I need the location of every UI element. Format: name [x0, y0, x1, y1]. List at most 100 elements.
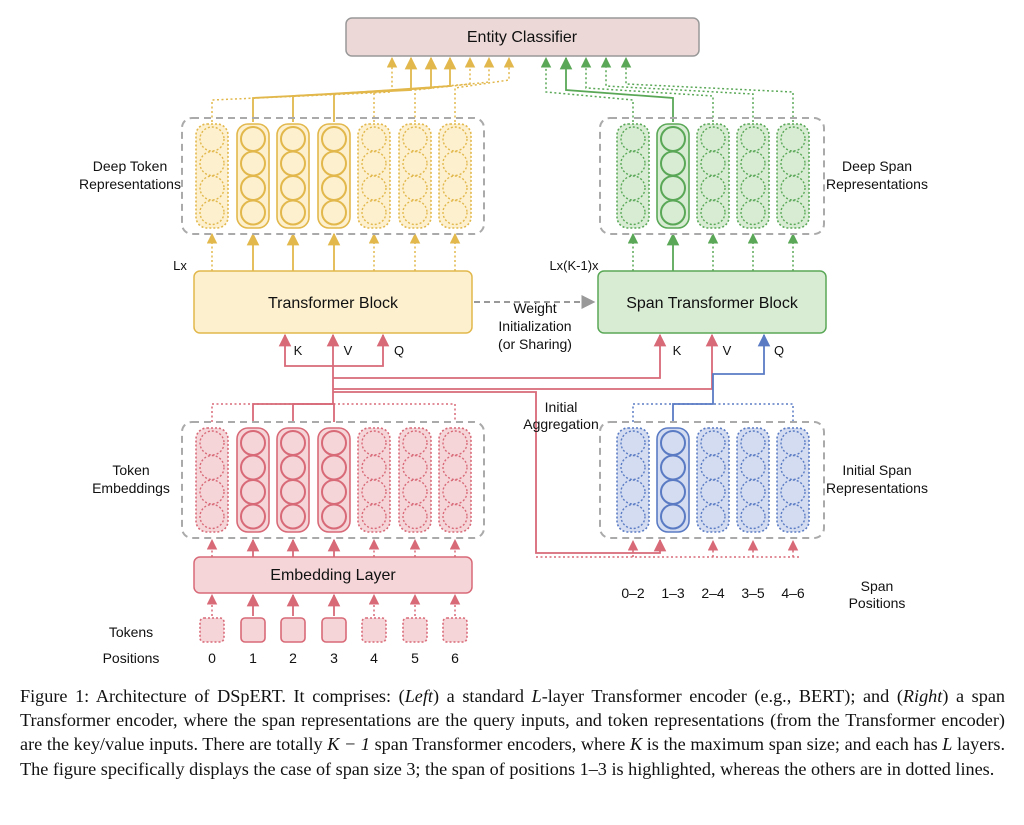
- neuron: [321, 126, 347, 152]
- token-box: [321, 617, 347, 643]
- token-embeddings-label-2: Embeddings: [92, 480, 170, 496]
- k-label-left: K: [294, 343, 303, 358]
- neuron: [780, 175, 806, 201]
- deep-token-column: [438, 123, 472, 229]
- neuron: [240, 503, 266, 530]
- neuron: [660, 175, 686, 201]
- span-to-classifier-arrow: [620, 56, 794, 122]
- neuron: [620, 150, 646, 177]
- initial-aggregation-label-1: Initial: [545, 399, 578, 415]
- deep-span-column: [776, 123, 810, 229]
- neuron: [780, 503, 806, 530]
- neuron: [321, 454, 347, 481]
- lx-label: Lx: [173, 258, 187, 273]
- weight-init-label-3: (or Sharing): [498, 336, 572, 352]
- neuron: [361, 126, 387, 152]
- neuron: [280, 175, 306, 201]
- deep-token-column: [357, 123, 391, 229]
- embedding-layer-label: Embedding Layer: [270, 567, 396, 584]
- positions-label: Positions: [103, 650, 160, 666]
- neuron: [240, 199, 266, 226]
- span-position-label: 1–3: [661, 585, 685, 601]
- neuron: [700, 175, 726, 201]
- neuron: [660, 199, 686, 226]
- neuron: [700, 150, 726, 177]
- neuron: [361, 503, 387, 530]
- span-positions-label-2: Positions: [849, 595, 906, 611]
- transformer-block: [193, 270, 473, 334]
- neuron: [361, 454, 387, 481]
- deep-token-column: [317, 123, 351, 229]
- deep-span-column: [696, 123, 730, 229]
- token-to-classifier-arrow: [211, 56, 398, 122]
- deep-token-label-2: Representations: [79, 176, 181, 192]
- deep-token-column: [195, 123, 229, 229]
- position-label: 4: [370, 650, 378, 666]
- token-embedding-column: [317, 427, 351, 533]
- neuron: [620, 126, 646, 152]
- token-box: [402, 617, 428, 643]
- neuron: [660, 479, 686, 505]
- initial-span-column: [616, 427, 650, 533]
- neuron: [199, 454, 225, 481]
- neuron: [240, 430, 266, 456]
- neuron: [361, 150, 387, 177]
- position-label: 3: [330, 650, 338, 666]
- neuron: [442, 150, 468, 177]
- deep-span-column: [616, 123, 650, 229]
- lxk1x-label: Lx(K-1)x: [549, 258, 599, 273]
- neuron: [402, 150, 428, 177]
- neuron: [740, 479, 766, 505]
- deep-token-column: [276, 123, 310, 229]
- deep-token-column: [236, 123, 270, 229]
- neuron: [442, 503, 468, 530]
- neuron: [740, 175, 766, 201]
- q-label-left: Q: [394, 343, 404, 358]
- neuron: [402, 126, 428, 152]
- tokens-label: Tokens: [109, 624, 153, 640]
- neuron: [700, 126, 726, 152]
- neuron: [620, 430, 646, 456]
- neuron: [442, 199, 468, 226]
- token-embeddings-label-1: Token: [112, 462, 149, 478]
- neuron: [660, 150, 686, 177]
- k-arrow-left: [278, 333, 333, 367]
- initial-span-group: [599, 421, 825, 539]
- neuron: [660, 430, 686, 456]
- neuron: [240, 479, 266, 505]
- position-label: 1: [249, 650, 257, 666]
- token-embedding-column: [357, 427, 391, 533]
- token-embedding-bus: [333, 403, 335, 422]
- position-label: 0: [208, 650, 216, 666]
- neuron: [660, 503, 686, 530]
- initial-span-label-2: Representations: [826, 480, 928, 496]
- neuron: [740, 430, 766, 456]
- neuron: [442, 430, 468, 456]
- neuron: [780, 126, 806, 152]
- neuron: [280, 430, 306, 456]
- neuron: [402, 454, 428, 481]
- neuron: [442, 175, 468, 201]
- deep-span-label-1: Deep Span: [842, 158, 912, 174]
- initial-aggregation-label-2: Aggregation: [523, 416, 599, 432]
- neuron: [402, 175, 428, 201]
- neuron: [199, 199, 225, 226]
- span-to-classifier-arrow: [559, 56, 674, 122]
- architecture-diagram: Entity Classifier Transformer Block Span…: [79, 17, 928, 666]
- token-box: [280, 617, 306, 643]
- token-box: [240, 617, 266, 643]
- token-to-classifier-arrow: [454, 56, 515, 122]
- initial-span-column: [776, 427, 810, 533]
- deep-span-group: [599, 117, 825, 235]
- neuron: [240, 126, 266, 152]
- neuron: [280, 150, 306, 177]
- position-label: 6: [451, 650, 459, 666]
- neuron: [700, 454, 726, 481]
- neuron: [321, 479, 347, 505]
- figure-caption: Figure 1: Architecture of DSpERT. It com…: [20, 686, 1005, 779]
- token-box: [442, 617, 468, 643]
- caption-left: Left: [404, 686, 433, 706]
- q-arrow-right: [672, 333, 771, 422]
- neuron: [780, 479, 806, 505]
- deep-token-column: [398, 123, 432, 229]
